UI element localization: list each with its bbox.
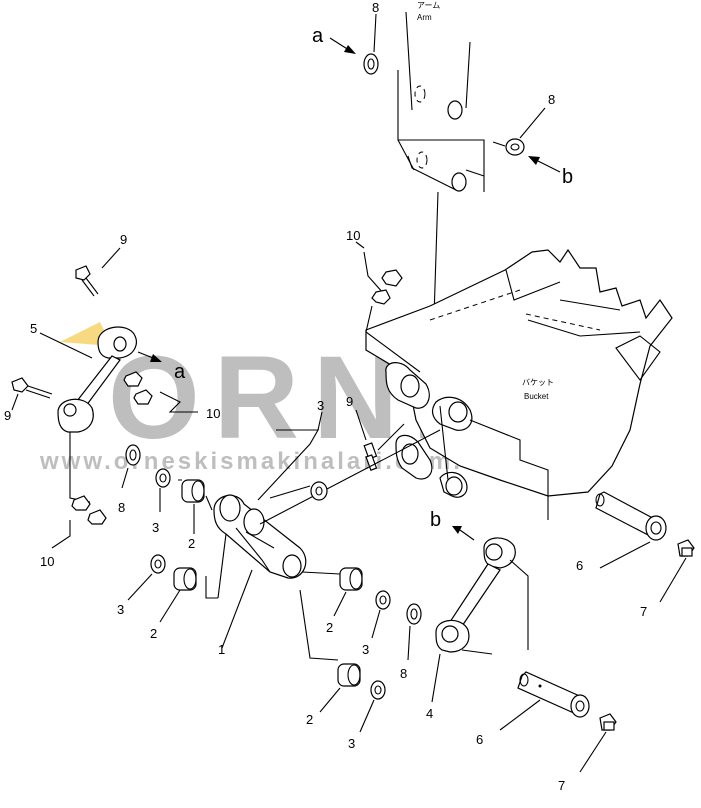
callout-4: 4 bbox=[426, 706, 433, 721]
arrow-a-left-icon bbox=[150, 354, 162, 362]
nut-10-mid-b bbox=[133, 389, 153, 405]
callout-3-a: 3 bbox=[152, 520, 159, 535]
arm-jp-label: アーム bbox=[417, 1, 440, 10]
arrow-a-top-icon bbox=[344, 45, 356, 54]
callout-3-d: 3 bbox=[362, 642, 369, 657]
callout-8-top: 8 bbox=[372, 0, 379, 15]
arm-assembly bbox=[397, 11, 485, 192]
grease-fitting-7-upper bbox=[677, 539, 695, 557]
callout-2-d: 2 bbox=[306, 712, 313, 727]
callout-2-a: 2 bbox=[188, 536, 195, 551]
callout-9-bucket: 9 bbox=[346, 394, 353, 409]
callout-6-upper: 6 bbox=[576, 558, 583, 573]
callout-1: 1 bbox=[218, 642, 225, 657]
callout-8-right: 8 bbox=[548, 92, 555, 107]
arm-en-label: Arm bbox=[417, 13, 432, 22]
bucket-en-label: Bucket bbox=[524, 392, 549, 401]
callout-2-b: 2 bbox=[150, 626, 157, 641]
bolt-9-left bbox=[11, 377, 29, 393]
letter-b-lower: b bbox=[430, 509, 441, 531]
bushing-2-a bbox=[181, 479, 205, 503]
washer-8-lower bbox=[406, 603, 422, 625]
nut-10-mid-a bbox=[123, 371, 143, 387]
letter-b-top: b bbox=[562, 166, 573, 188]
link-5 bbox=[57, 326, 137, 433]
bushing-2-d bbox=[337, 663, 361, 687]
arrow-b-lower-icon bbox=[452, 526, 462, 534]
nut-10-lower-b bbox=[87, 509, 107, 525]
pin-6-lower bbox=[517, 671, 590, 718]
seal-3-d bbox=[375, 590, 391, 610]
callout-3-b: 3 bbox=[117, 602, 124, 617]
callout-9-top: 9 bbox=[120, 232, 127, 247]
callout-10-lower: 10 bbox=[40, 554, 54, 569]
callout-3-c: 3 bbox=[317, 398, 324, 413]
callout-3-e: 3 bbox=[348, 736, 355, 751]
seal-3-c bbox=[310, 481, 328, 501]
callout-5: 5 bbox=[30, 321, 37, 336]
callout-2-c: 2 bbox=[326, 620, 333, 635]
bucket-jp-label: バケット bbox=[522, 378, 554, 387]
callout-9-left: 9 bbox=[4, 408, 11, 423]
nut-10-upper-a bbox=[381, 269, 403, 287]
washer-8-top-right bbox=[505, 138, 525, 156]
bucket bbox=[365, 248, 673, 520]
callout-8-left: 8 bbox=[118, 500, 125, 515]
seal-3-b bbox=[150, 554, 166, 574]
seal-3-a bbox=[155, 468, 171, 488]
washer-8-top-left bbox=[363, 53, 379, 75]
arrow-b-top-icon bbox=[528, 156, 540, 165]
nut-10-lower-a bbox=[71, 495, 91, 511]
letter-a-left: a bbox=[174, 361, 186, 383]
callout-7-upper: 7 bbox=[640, 604, 647, 619]
callout-8-lower: 8 bbox=[400, 666, 407, 681]
seal-3-e bbox=[370, 680, 386, 700]
grease-fitting-7-lower bbox=[599, 713, 617, 731]
nut-10-upper-b bbox=[371, 289, 391, 305]
callout-10-mid: 10 bbox=[206, 406, 220, 421]
link-1 bbox=[213, 494, 307, 579]
bolt-9-top bbox=[75, 265, 91, 281]
bushing-2-b bbox=[173, 567, 197, 591]
callout-10-upper: 10 bbox=[346, 228, 360, 243]
letter-a-top: a bbox=[312, 25, 324, 47]
callout-6-lower: 6 bbox=[476, 732, 483, 747]
callout-7-lower: 7 bbox=[558, 778, 565, 793]
bushing-2-c bbox=[339, 567, 363, 591]
pin-6-upper bbox=[595, 491, 667, 541]
washer-8-left bbox=[125, 444, 141, 466]
link-4 bbox=[435, 537, 516, 653]
